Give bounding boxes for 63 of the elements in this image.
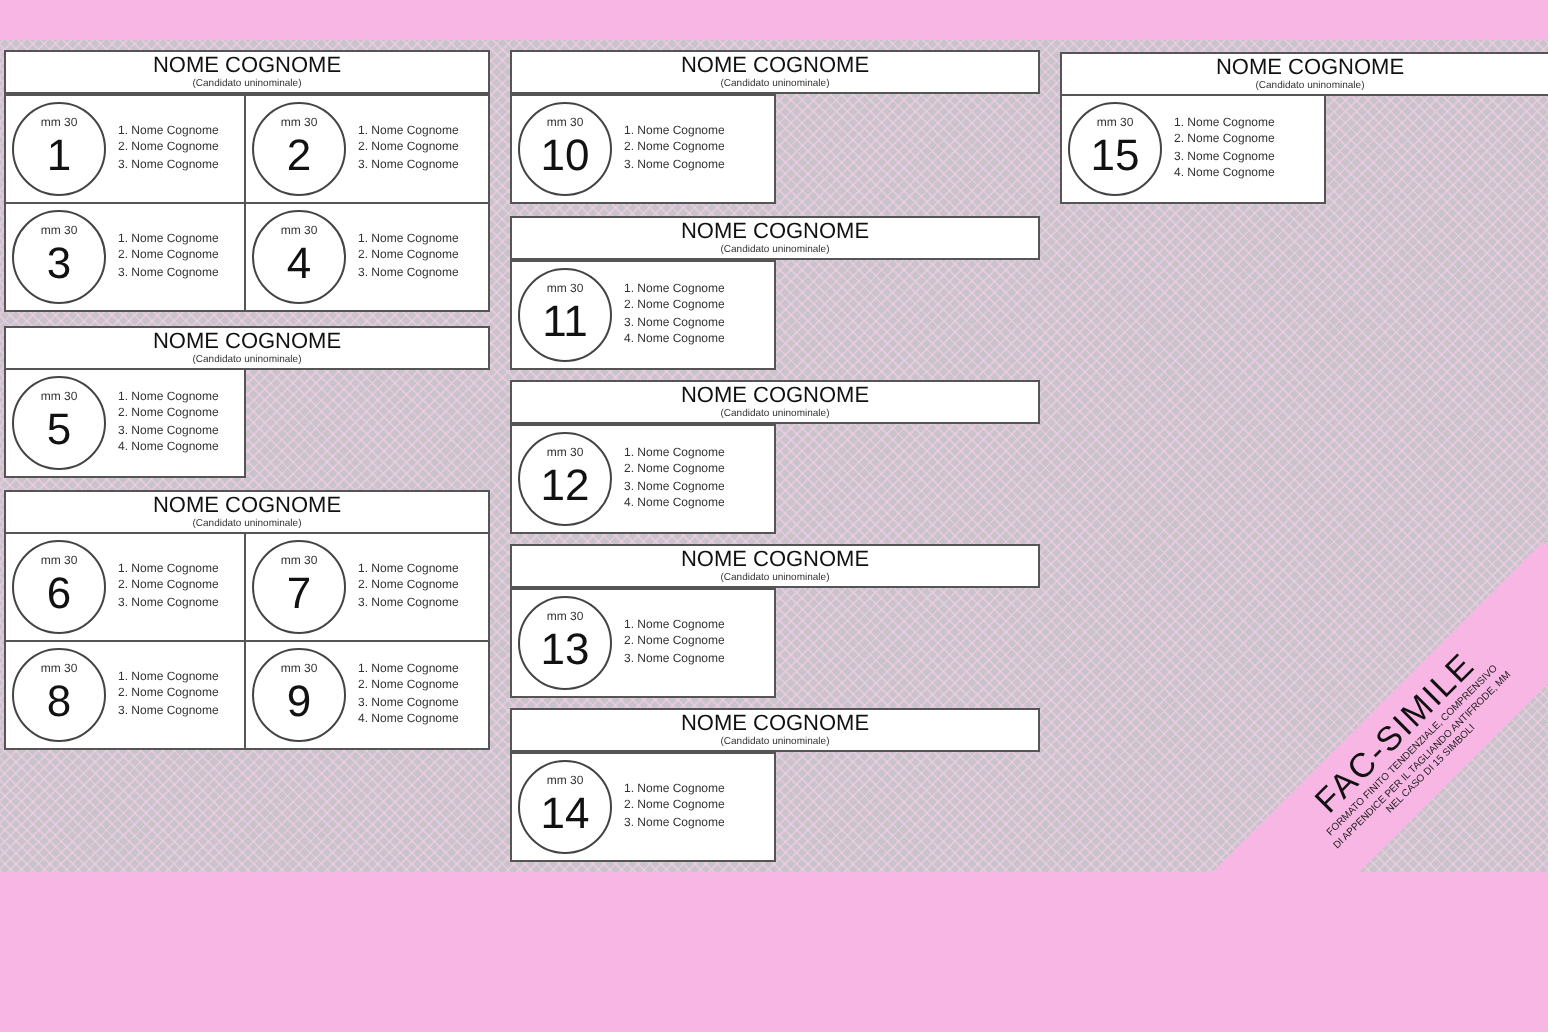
symbol-circle <box>12 648 106 742</box>
candidate-header <box>510 216 1040 260</box>
candidate-name: NOME COGNOME <box>680 548 870 572</box>
list-number: 2 <box>286 132 312 180</box>
candidate-header <box>4 490 490 534</box>
list-number: 15 <box>1090 132 1140 180</box>
symbol-circle <box>252 210 346 304</box>
candidate-name: NOME COGNOME <box>152 54 342 78</box>
list-cell <box>244 202 490 312</box>
list-cell <box>4 202 246 312</box>
candidate-name: NOME COGNOME <box>680 384 870 408</box>
symbol-circle <box>12 376 106 470</box>
symbol-circle <box>12 540 106 634</box>
list-cell <box>4 94 246 204</box>
list-number: 7 <box>286 570 312 618</box>
list-cell <box>1060 94 1326 204</box>
list-cell <box>244 640 490 750</box>
candidate-name: NOME COGNOME <box>152 330 342 354</box>
list-cell <box>510 260 776 370</box>
list-number: 14 <box>540 790 590 838</box>
list-number: 12 <box>540 462 590 510</box>
list-cell <box>510 588 776 698</box>
candidate-name: NOME COGNOME <box>680 712 870 736</box>
list-cell <box>510 424 776 534</box>
symbol-circle <box>12 102 106 196</box>
candidate-name: NOME COGNOME <box>152 494 342 518</box>
symbol-circle <box>518 432 612 526</box>
list-number: 5 <box>46 406 72 454</box>
candidate-header <box>510 708 1040 752</box>
list-number: 8 <box>46 678 72 726</box>
list-number: 6 <box>46 570 72 618</box>
list-cell <box>4 532 246 642</box>
candidate-header <box>510 50 1040 94</box>
list-cell <box>510 752 776 862</box>
list-cell <box>510 94 776 204</box>
list-number: 4 <box>286 240 312 288</box>
candidate-name: NOME COGNOME <box>680 54 870 78</box>
candidate-name: NOME COGNOME <box>680 220 870 244</box>
list-number: 10 <box>540 132 590 180</box>
symbol-circle <box>252 102 346 196</box>
list-cell <box>4 368 246 478</box>
symbol-circle <box>252 648 346 742</box>
candidate-name: NOME COGNOME <box>1215 56 1405 80</box>
symbol-circle <box>1068 102 1162 196</box>
list-number: 11 <box>542 298 588 346</box>
candidate-header <box>4 326 490 370</box>
candidate-header <box>510 380 1040 424</box>
symbol-circle <box>252 540 346 634</box>
list-number: 13 <box>540 626 590 674</box>
symbol-circle <box>518 596 612 690</box>
candidate-header <box>4 50 490 94</box>
symbol-circle <box>12 210 106 304</box>
list-cell <box>244 532 490 642</box>
list-number: 9 <box>286 678 312 726</box>
candidate-header <box>1060 52 1548 96</box>
list-cell <box>4 640 246 750</box>
candidate-header <box>510 544 1040 588</box>
list-cell <box>244 94 490 204</box>
symbol-circle <box>518 268 612 362</box>
symbol-circle <box>518 102 612 196</box>
list-number: 1 <box>46 132 72 180</box>
list-number: 3 <box>46 240 72 288</box>
symbol-circle <box>518 760 612 854</box>
